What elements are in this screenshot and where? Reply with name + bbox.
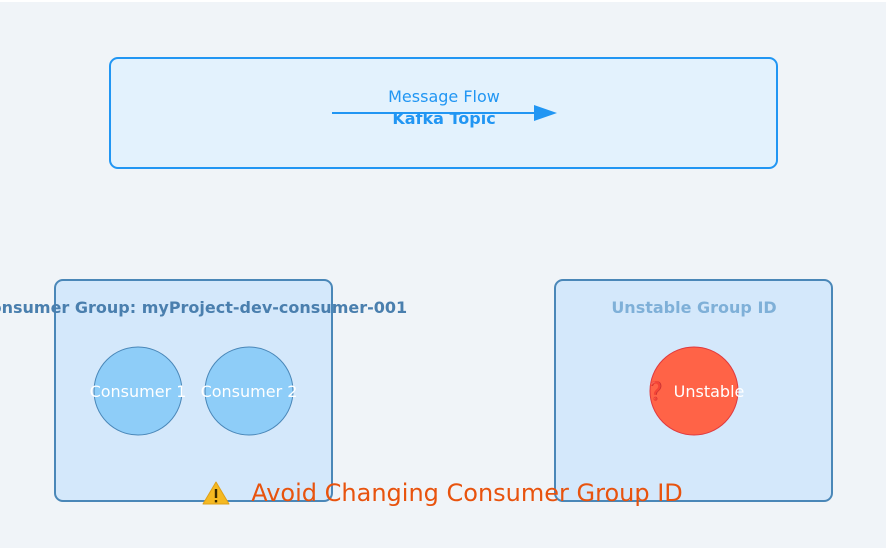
consumer-node: Consumer 1 (90, 346, 187, 436)
consumer-group-unstable: Unstable Group ID ❓ Unstable (554, 279, 833, 502)
kafka-topic-label: Kafka Topic (392, 109, 495, 128)
message-flow-arrowhead (534, 105, 557, 121)
question-icon: ❓ (645, 380, 667, 402)
unstable-consumer-circle (649, 346, 739, 436)
kafka-topic: Message Flow Kafka Topic (109, 57, 778, 169)
warning-icon (202, 481, 230, 505)
consumer-group-stable-box (54, 279, 333, 502)
consumer-2-circle (204, 346, 294, 436)
consumer-group-unstable-title: Unstable Group ID (611, 298, 776, 317)
consumer-group-stable-title: Consumer Group: myProject-dev-consumer-0… (0, 298, 407, 317)
consumer-2-label: Consumer 2 (201, 382, 298, 401)
message-flow-label: Message Flow (388, 87, 500, 106)
consumer-node: Consumer 2 (201, 346, 298, 436)
warning-text: Avoid Changing Consumer Group ID (251, 479, 683, 507)
consumer-1-label: Consumer 1 (90, 382, 187, 401)
unstable-consumer-label: Unstable (674, 382, 745, 401)
consumer-1-circle (93, 346, 183, 436)
unstable-consumer-node: ❓ Unstable (645, 346, 745, 436)
consumer-group-stable: Consumer Group: myProject-dev-consumer-0… (0, 279, 407, 502)
warning-banner: Avoid Changing Consumer Group ID (202, 479, 683, 507)
